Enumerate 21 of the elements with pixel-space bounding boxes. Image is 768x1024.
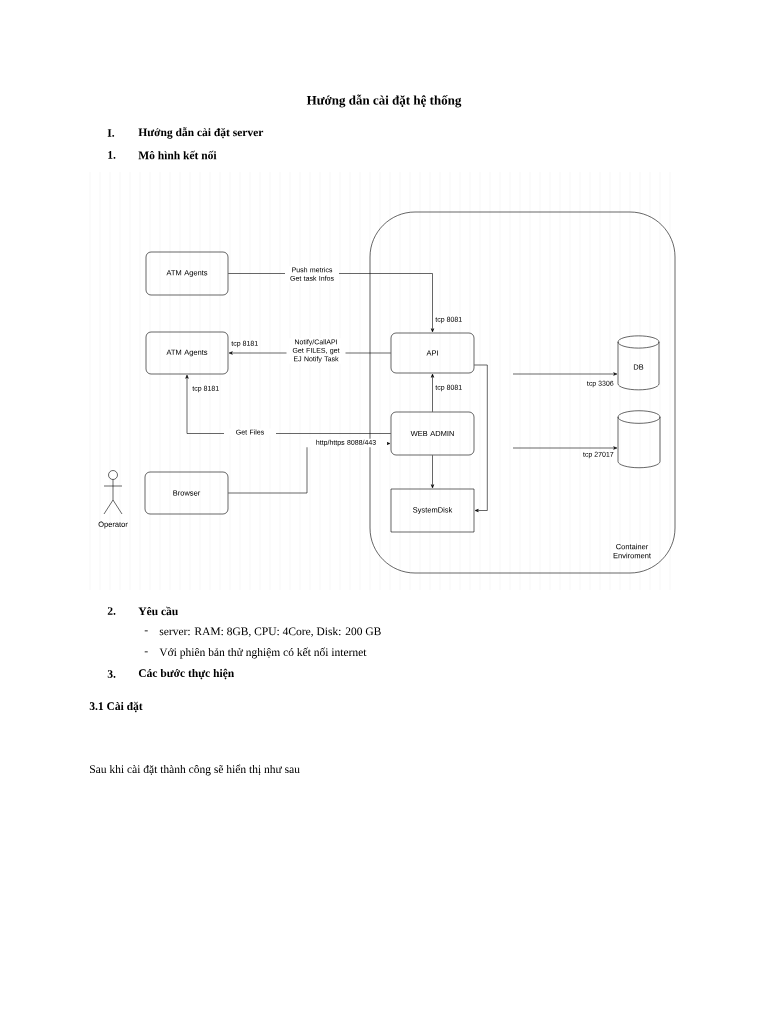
database-cylinder [617, 410, 661, 469]
heading: Yêu cầu [138, 606, 178, 616]
arrow [430, 373, 435, 412]
heading: Hướng dẫn cài đặt server [138, 127, 264, 139]
list-item: server: RAM: 8GB, CPU: 4Core, Disk: 200 GB [159, 627, 381, 637]
arrow [430, 455, 435, 489]
title: Hướng dẫn cài đặt hệ thống [306, 94, 462, 108]
list-number: 1. [108, 151, 116, 159]
heading: 3.1 Cài đặt [89, 701, 143, 713]
heading: Mô hình kết nối [138, 150, 217, 160]
list-number: 2. [107, 607, 116, 615]
list-item: Với phiên bản thử nghiệm có kết nối internet [159, 647, 367, 659]
arrow [512, 372, 618, 376]
paragraph: Sau khi cài đặt thành công sẽ hiển thị như sau [90, 764, 300, 776]
arrow [474, 364, 488, 513]
list-number: I. [107, 129, 115, 137]
arrow [512, 446, 618, 450]
heading: Các bước thực hiện [138, 668, 234, 680]
bullet: - [144, 630, 148, 632]
bullet: - [144, 651, 148, 653]
list-number: 3. [107, 670, 116, 678]
